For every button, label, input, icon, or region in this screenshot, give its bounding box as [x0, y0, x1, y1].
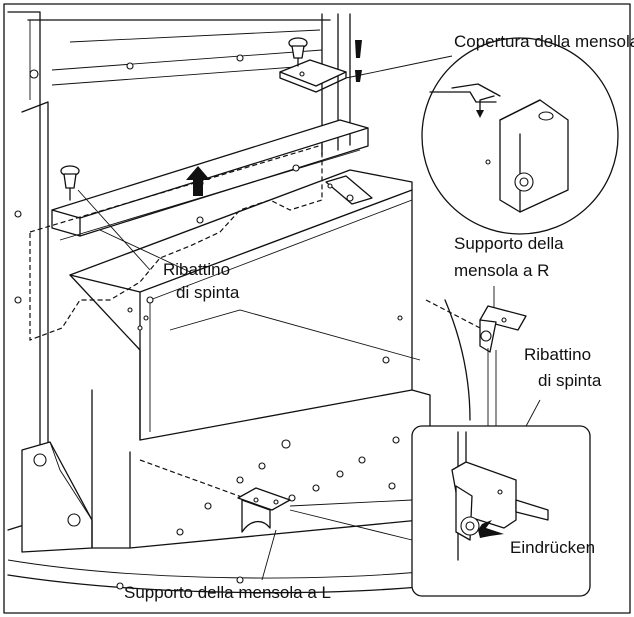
- bracket-l: [237, 487, 291, 533]
- label-push-rivet-detail-line2: di spinta: [538, 371, 602, 390]
- label-bracket-r-line1: Supporto della: [454, 234, 564, 253]
- lift-arrow-icon: [186, 166, 210, 196]
- base-platform-front: [7, 574, 456, 594]
- bracket-cover-strip: [279, 59, 347, 93]
- detail-box-rivet: [411, 425, 591, 597]
- cover-location-outline: [29, 144, 323, 341]
- bracket-r-path: [425, 299, 485, 331]
- outer-frame: [3, 3, 631, 614]
- main-box: [69, 164, 421, 441]
- label-bracket-l: Supporto della mensola a L: [124, 583, 331, 602]
- base-platform-right: [444, 299, 471, 421]
- label-push-rivet-main-line1: Ribattino: [163, 260, 230, 279]
- detail-circle-cover: [421, 37, 619, 235]
- push-rivet-left: [60, 165, 80, 201]
- bracket-l-path: [139, 459, 251, 501]
- label-press-in: Eindrücken: [510, 538, 595, 557]
- push-rivet-top: [288, 37, 308, 67]
- label-push-rivet-main-line2: di spinta: [176, 283, 240, 302]
- base-platform-inner: [7, 559, 441, 579]
- lower-chassis: [91, 389, 431, 590]
- bracket-r: [479, 305, 527, 353]
- left-foot: [21, 441, 93, 553]
- label-push-rivet-detail-line1: Ribattino: [524, 345, 591, 364]
- label-bracket-cover: Copertura della mensola: [454, 32, 634, 51]
- label-bracket-r-line2: mensola a R: [454, 261, 549, 280]
